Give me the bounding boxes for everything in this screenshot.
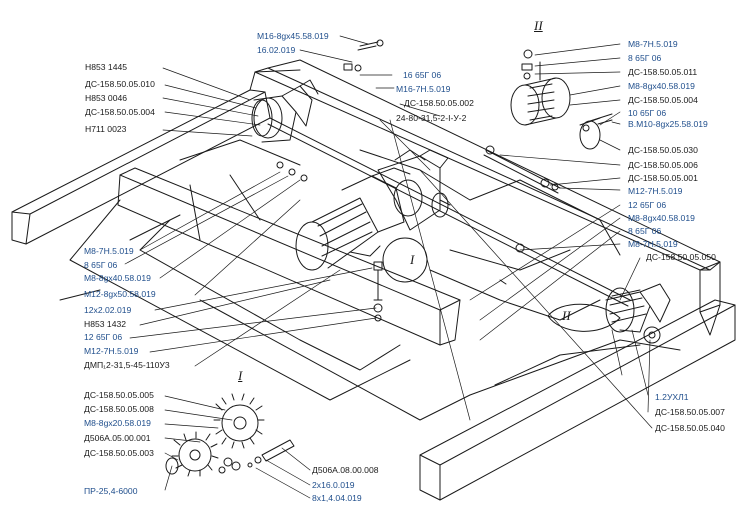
label-left-h853-1445: Н853 1445 (85, 62, 128, 72)
label-top-bearing: 24-80-31,5-2-I-У-2 (396, 113, 467, 123)
label-top-m16-bolt: М16-8gx45.58.019 (257, 31, 329, 41)
pulley-detail-ii (510, 77, 613, 150)
detail-i-sprockets (165, 393, 295, 477)
rod-hardware-right (483, 145, 561, 194)
label-top-washer: 16.02.019 (257, 45, 296, 55)
label-right-part-001: ДС-158.50.05.001 (628, 173, 698, 183)
label-left-pin: 12х2.02.019 (84, 305, 132, 315)
label-left-part-010: ДС-158.50.05.010 (85, 79, 155, 89)
label-left-m8-nut: М8-7Н.5.019 (84, 246, 134, 256)
label-detail-m8-bolt: М8-8gx20.58.019 (84, 418, 151, 428)
label-detail-chain-pr: ПР-25,4-6000 (84, 486, 138, 496)
label-left-part-004: ДС-158.50.05.004 (85, 107, 155, 117)
callout-ii-drum: II (562, 308, 571, 323)
callout-ii-top: II (534, 18, 543, 33)
label-detail-d506a-08: Д506А.08.00.008 (312, 465, 379, 475)
label-right-washer-12: 12 65Г 06 (628, 200, 667, 210)
label-right-m8-bolt-2: М8-8gx40.58.019 (628, 213, 695, 223)
label-top-spring-washer: 16 65Г 06 (403, 70, 442, 80)
leader-lines (124, 35, 653, 499)
side-plates (59, 139, 681, 421)
label-left-washer-8: 8 65Г 06 (84, 260, 118, 270)
label-left-m12-bolt: М12-8gx50.58.019 (84, 289, 156, 299)
label-right-part-006: ДС-158.50.05.006 (628, 160, 698, 170)
label-detail-part-005: ДС-158.50.05.005 (84, 390, 154, 400)
label-detail-washer-8x1: 8х1,4.04.019 (312, 493, 362, 503)
motor (295, 167, 411, 271)
label-right-m10-bolt: В.М10-8gx25.58.019 (628, 119, 708, 129)
left-pulley (251, 79, 319, 143)
label-left-h853-0046: Н853 0046 (85, 93, 128, 103)
label-right-washer-10: 10 65Г 06 (628, 108, 667, 118)
label-detail-part-003: ДС-158.50.05.003 (84, 448, 154, 458)
label-right-part-004: ДС-158.50.05.004 (628, 95, 698, 105)
label-detail-pin-2x16: 2х16.0.019 (312, 480, 355, 490)
label-right-part-050: ДС-158.50.05.050 (646, 252, 716, 262)
label-top-part-002: ДС-158.50.05.002 (404, 98, 474, 108)
label-right-m12-nut: М12-7Н.5.019 (628, 186, 683, 196)
label-left-m12-nut: М12-7Н.5.019 (84, 346, 139, 356)
frame-back-rail (254, 59, 721, 336)
label-right-washer-8-1: 8 65Г 06 (628, 53, 662, 63)
label-left-motor: ДМП₁2-31,5-45-110У3 (84, 360, 170, 370)
label-right-washer-8-2: 8 65Г 06 (628, 226, 662, 236)
label-right-part-007: ДС-158.50.05.007 (655, 407, 725, 417)
label-right-part-030: ДС-158.50.05.030 (628, 145, 698, 155)
label-left-h853-1432: Н853 1432 (84, 319, 127, 329)
label-right-part-011: ДС-158.50.05.011 (628, 67, 698, 77)
label-right-m8-nut-1: М8-7Н.5.019 (628, 39, 678, 49)
label-right-part-040: ДС-158.50.05.040 (655, 423, 725, 433)
label-left-h711-0023: Н711 0023 (85, 124, 127, 134)
callout-i-motor: I (410, 252, 415, 267)
label-right-chain: 1.2УХЛ1 (655, 392, 689, 402)
label-top-m16-nut: М16-7Н.5.019 (396, 84, 451, 94)
label-right-m8-bolt-1: М8-8gx40.58.019 (628, 81, 695, 91)
label-left-m8-bolt: М8-8gx40.58.019 (84, 273, 151, 283)
label-left-washer-12: 12 65Г 06 (84, 332, 123, 342)
frame-front-rail (117, 167, 461, 346)
label-detail-part-008: ДС-158.50.05.008 (84, 404, 154, 414)
label-right-m8-nut-2: М8-7Н.5.019 (628, 239, 678, 249)
top-bolts (276, 39, 613, 322)
label-detail-d506a: Д506А.05.00.001 (84, 433, 151, 443)
gearbox (377, 149, 451, 231)
callout-i-detail: I (238, 368, 243, 383)
